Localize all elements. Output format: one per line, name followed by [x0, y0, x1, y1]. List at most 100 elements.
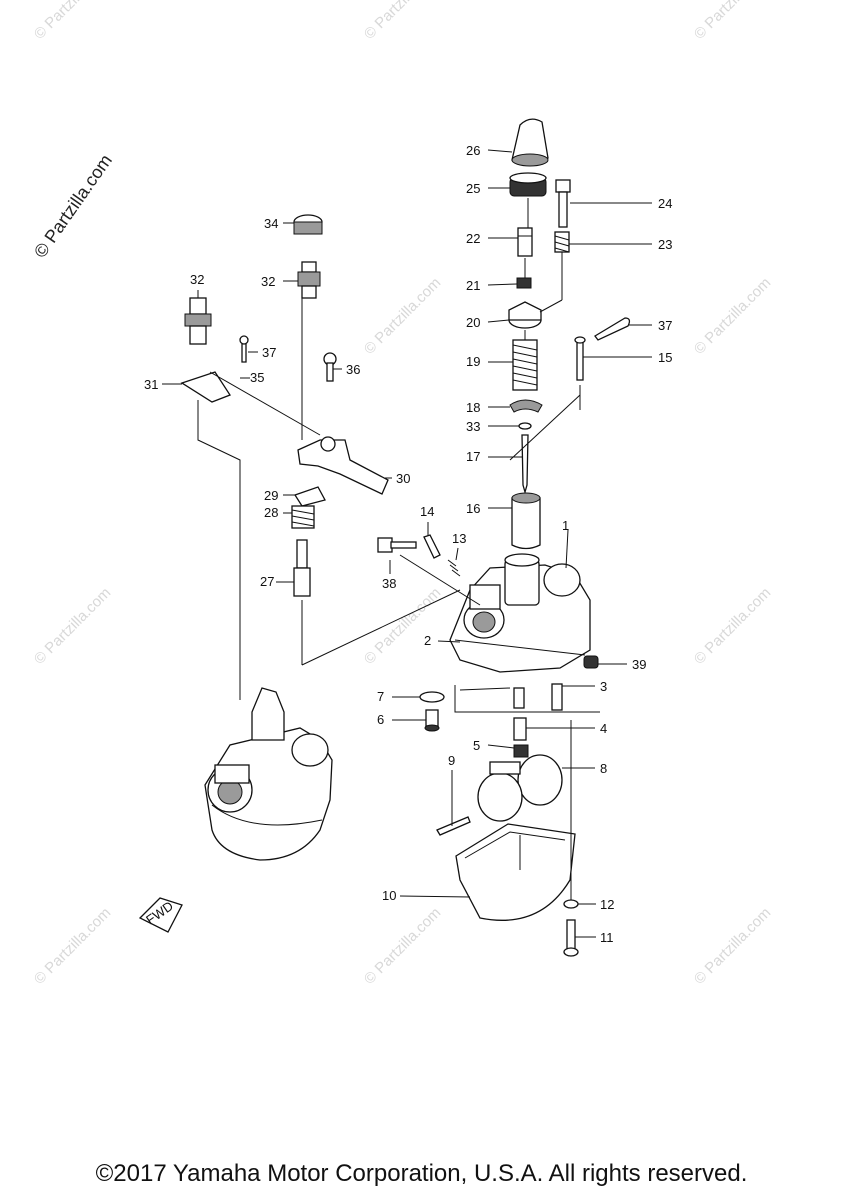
callout-16: 16 [466, 501, 480, 516]
callout-39: 39 [632, 657, 646, 672]
part-idle-screw [423, 534, 441, 559]
callout-12: 12 [600, 897, 614, 912]
fwd-arrow-icon: FWD [138, 897, 183, 933]
part-float-arm-pin [436, 816, 471, 836]
callout-4: 4 [600, 721, 607, 736]
part-washer [419, 691, 445, 703]
part-main-jet [551, 683, 563, 711]
watermark-tile: © Partzilla.com [31, 0, 114, 43]
part-bracket-31 [180, 371, 231, 403]
callout-38: 38 [382, 576, 396, 591]
part-idle-spring [447, 559, 461, 577]
callout-leaders [162, 149, 652, 938]
watermark-tile: © Partzilla.com [691, 274, 774, 357]
part-screw-spring [554, 231, 570, 253]
callout-5: 5 [473, 738, 480, 753]
part-jet-holder [513, 744, 529, 758]
watermark-tile: © Partzilla.com [31, 904, 114, 987]
part-cable-adjuster [517, 227, 533, 257]
part-float-bowl [455, 823, 576, 921]
part-fitting-32a [297, 261, 321, 299]
callout-30: 30 [396, 471, 410, 486]
callout-17: 17 [466, 449, 480, 464]
part-e-clip [518, 422, 532, 430]
part-lock-nut [516, 277, 532, 289]
callout-2: 2 [424, 633, 431, 648]
callout-37b: 37 [658, 318, 672, 333]
watermark-tile: © Partzilla.com [691, 584, 774, 667]
part-cap [511, 118, 549, 167]
part-ring-nut [509, 172, 547, 197]
callout-25: 25 [466, 181, 480, 196]
watermark-tile: © Partzilla.com [361, 904, 444, 987]
part-throttle-valve [511, 492, 541, 550]
part-jet-needle [521, 434, 529, 495]
part-rod-35 [209, 371, 321, 436]
part-cap-34 [293, 214, 323, 235]
callout-9: 9 [448, 753, 455, 768]
callout-24: 24 [658, 196, 672, 211]
part-fitting-32b [184, 297, 212, 345]
part-lever-30 [297, 436, 389, 495]
watermark-tiles: © Partzilla.com © Partzilla.com © Partzi… [31, 0, 774, 988]
callout-11: 11 [600, 930, 614, 945]
watermark-tile: © Partzilla.com [361, 0, 444, 43]
callout-28: 28 [264, 505, 278, 520]
callout-6: 6 [377, 712, 384, 727]
callout-36: 36 [346, 362, 360, 377]
part-float [477, 754, 563, 822]
callout-33: 33 [466, 419, 480, 434]
watermark-tile: © Partzilla.com [361, 274, 444, 357]
callout-19: 19 [466, 354, 480, 369]
part-nut [583, 655, 599, 669]
watermark-tile: © Partzilla.com [31, 584, 114, 667]
part-clamp-bolt [377, 537, 417, 553]
callout-23: 23 [658, 237, 672, 252]
callout-32b: 32 [261, 274, 275, 289]
callout-37: 37 [262, 345, 276, 360]
callout-34: 34 [264, 216, 278, 231]
callout-8: 8 [600, 761, 607, 776]
part-screw-36 [323, 352, 337, 382]
part-cotter-pin [594, 317, 631, 341]
callout-31: 31 [144, 377, 158, 392]
callout-27: 27 [260, 574, 274, 589]
part-carburetor-body [449, 553, 591, 673]
callout-22: 22 [466, 231, 480, 246]
callout-21: 21 [466, 278, 480, 293]
part-top-plate [508, 301, 542, 329]
callout-29: 29 [264, 488, 278, 503]
callout-35: 35 [250, 370, 264, 385]
part-throttle-spring [512, 339, 538, 391]
callout-10: 10 [382, 888, 396, 903]
callout-26: 26 [466, 143, 480, 158]
watermark-tile: © Partzilla.com [691, 904, 774, 987]
part-bowl-screw [563, 919, 579, 957]
part-pilot-screw [424, 709, 440, 732]
part-spring-28 [291, 505, 315, 529]
copyright-footer: ©2017 Yamaha Motor Corporation, U.S.A. A… [95, 1160, 748, 1187]
callout-7: 7 [377, 689, 384, 704]
part-needle-jet [513, 687, 527, 741]
watermark-tile: © Partzilla.com [361, 584, 444, 667]
callout-18: 18 [466, 400, 480, 415]
callout-13: 13 [452, 531, 466, 546]
watermark-tile: © Partzilla.com [691, 0, 774, 43]
callout-1: 1 [562, 518, 569, 533]
callout-20: 20 [466, 315, 480, 330]
callout-32: 32 [190, 272, 204, 287]
part-assembled-carburetor [204, 687, 333, 861]
part-bowl-gasket [563, 899, 579, 909]
callout-3: 3 [600, 679, 607, 694]
part-float-pin [574, 336, 586, 381]
part-needle-clip-plate [509, 399, 543, 413]
part-plunger-27 [293, 539, 311, 597]
part-cotter-pin-left [239, 335, 249, 363]
part-washer-29 [294, 486, 326, 507]
callout-14: 14 [420, 504, 434, 519]
part-top-screw [555, 179, 571, 228]
callout-15: 15 [658, 350, 672, 365]
callout-numbers: 1 2 3 4 5 6 7 8 9 10 11 12 13 14 15 16 1… [144, 143, 672, 945]
